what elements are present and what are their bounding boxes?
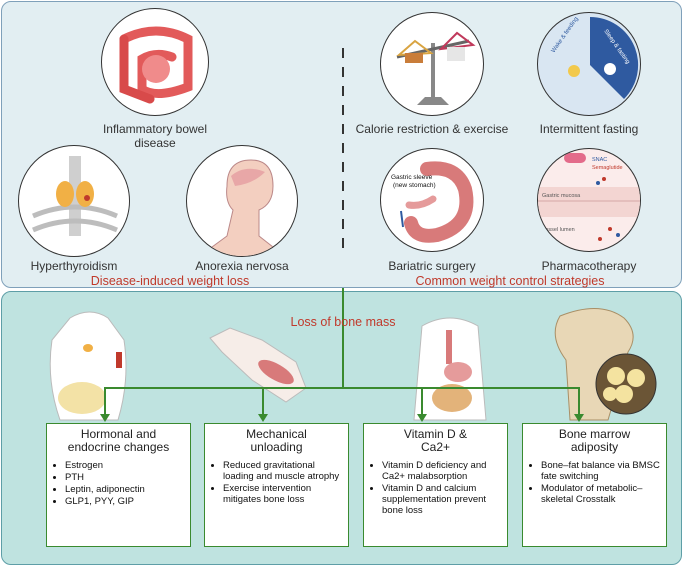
- ibd-illustration: [101, 8, 209, 116]
- marrow-zoom-circle: [595, 353, 657, 415]
- fasting-illustration: Wake & feeding Sleep & fasting: [537, 12, 641, 116]
- connector-drop-2: [262, 387, 264, 415]
- ibd-label: Inflammatory bowel disease: [102, 122, 208, 150]
- head-silhouette-icon: [198, 159, 286, 256]
- bariatric-illustration: Gastric sleeve (new stomach): [380, 148, 484, 252]
- marrow-adiposity-title: Bone marrow adiposity: [558, 427, 631, 454]
- hyperthyroidism-illustration: [18, 145, 130, 257]
- svg-text:Vessel lumen: Vessel lumen: [542, 227, 575, 233]
- arrow-3: [417, 414, 427, 422]
- hormonal-box: Hormonal and endocrine changes Estrogen …: [46, 423, 191, 547]
- disease-caption: Disease-induced weight loss: [90, 274, 250, 288]
- vitamin-d-box: Vitamin D & Ca2+ Vitamin D deficiency an…: [363, 423, 508, 547]
- mechanical-box: Mechanical unloading Reduced gravitation…: [204, 423, 349, 547]
- thyroid-icon: [56, 181, 74, 207]
- connector-drop-4: [578, 387, 580, 415]
- panel-connector: [342, 288, 344, 388]
- svg-text:Gastric mucosa: Gastric mucosa: [542, 193, 581, 199]
- fasting-label: Intermittent fasting: [539, 122, 639, 136]
- intestine-icon: [119, 26, 193, 98]
- hormonal-title: Hormonal and endocrine changes: [67, 427, 170, 454]
- connector-drop-3: [421, 387, 423, 415]
- bone-loss-caption: Loss of bone mass: [290, 315, 396, 329]
- mechanical-list: Reduced gravitational loading and muscle…: [211, 460, 342, 505]
- stomach-small-icon: [444, 362, 472, 382]
- night-sector: [590, 16, 639, 99]
- burger-icon: [405, 53, 423, 63]
- arrow-2: [258, 414, 268, 422]
- marrow-adiposity-list: Bone–fat balance via BMSC fate switching…: [529, 460, 660, 505]
- bariatric-label: Bariatric surgery: [388, 259, 476, 273]
- stomach-icon: [404, 161, 474, 243]
- moon-icon: [604, 63, 616, 75]
- marrow-adiposity-box: Bone marrow adiposity Bone–fat balance v…: [522, 423, 667, 547]
- svg-text:(new stomach): (new stomach): [393, 182, 436, 189]
- intestine-small-icon: [432, 384, 472, 412]
- calorie-exercise-illustration: [380, 12, 484, 116]
- brain-icon: [231, 168, 265, 186]
- muscle-patch-icon: [116, 352, 122, 368]
- vitamin-d-title: Vitamin D & Ca2+: [403, 427, 468, 454]
- thyroid-gland-icon: [83, 344, 93, 352]
- arm-icon: [209, 327, 307, 403]
- connector-drop-1: [104, 387, 106, 415]
- scale-icon: [431, 43, 435, 103]
- svg-text:Gastric sleeve: Gastric sleeve: [391, 174, 433, 181]
- esophagus-icon: [446, 330, 452, 364]
- anorexia-label: Anorexia nervosa: [195, 259, 289, 273]
- connector-horizontal: [104, 387, 580, 389]
- strategy-caption: Common weight control strategies: [415, 274, 605, 288]
- arrow-1: [100, 414, 110, 422]
- calorie-exercise-label: Calorie restriction & exercise: [355, 122, 509, 136]
- runners-icon: [447, 47, 465, 61]
- arrow-4: [574, 414, 584, 422]
- vitamin-d-list: Vitamin D deficiency and Ca2+ malabsorpt…: [370, 460, 501, 516]
- bicep-muscle-icon: [258, 359, 294, 385]
- trachea-icon: [69, 156, 81, 236]
- pharmacotherapy-illustration: SNAC Semaglutide Gastric mucosa Vessel l…: [537, 148, 641, 252]
- sun-icon: [568, 65, 580, 77]
- anorexia-illustration: [186, 145, 298, 257]
- mechanical-title: Mechanical unloading: [246, 427, 307, 454]
- svg-text:SNAC: SNAC: [592, 157, 607, 163]
- hyperthyroidism-label: Hyperthyroidism: [30, 259, 118, 273]
- fat-tissue-icon: [58, 382, 106, 414]
- pharmacotherapy-label: Pharmacotherapy: [541, 259, 637, 273]
- pill-icon: [564, 153, 586, 163]
- hormonal-list: Estrogen PTH Leptin, adiponectin GLP1, P…: [53, 460, 184, 507]
- svg-text:Semaglutide: Semaglutide: [592, 165, 623, 171]
